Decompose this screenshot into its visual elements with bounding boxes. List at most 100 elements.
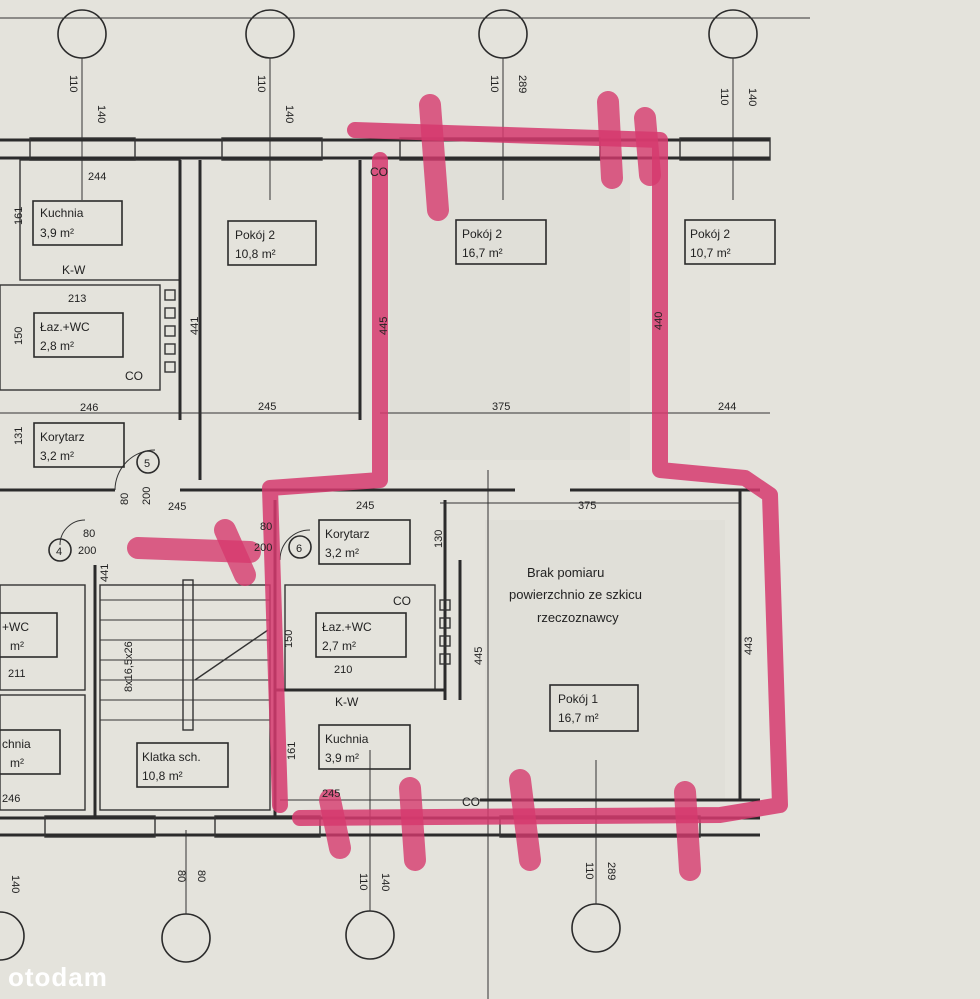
room-name: Łaz.+WC [40,320,90,334]
dimension-label: 131 [13,427,25,445]
note-line-1: Brak pomiaru [527,565,604,580]
room-name: chnia [2,737,31,751]
ventilation-ducts [164,289,451,665]
room-area: 2,7 m² [322,639,356,653]
room-name: Kuchnia [40,206,84,220]
axis-dim: 110 [488,75,500,93]
dimension-label: 246 [80,402,98,414]
dimension-label: 8x16,5x26 [123,641,135,692]
room-name: Łaz.+WC [322,620,372,634]
room-name: Klatka sch. [142,750,201,764]
bottom-axis-markers [0,470,621,999]
dimension-label: 200 [141,487,153,505]
dimension-label: 445 [473,647,485,665]
dimension-label: 244 [718,401,736,413]
note-line-3: rzeczoznawcy [537,610,619,625]
dimension-label: 441 [189,317,201,335]
top-axis-dimensions: 140 110 140 110 289 110 140 110 [67,75,758,123]
room-area: 10,8 m² [142,769,183,783]
room-number-marker [136,450,160,474]
kw-label: K-W [62,263,86,277]
bottom-axis-dimensions: 80 80 140 110 289 110 140 [9,862,617,893]
dimension-label: 130 [433,530,445,548]
axis-dim: 289 [605,862,617,880]
axis-dim: 110 [255,75,267,93]
room-name: Korytarz [325,527,370,541]
dimension-label: 210 [334,664,352,676]
room-name: Pokój 2 [690,227,730,241]
axis-dim: 289 [516,75,528,93]
dimension-label: 245 [168,501,186,513]
dimension-label: 245 [258,401,276,413]
dimension-label: 245 [356,500,374,512]
room-area: 3,9 m² [325,751,359,765]
room-area: m² [10,756,24,770]
dimension-label: 200 [78,545,96,557]
dimension-label: 150 [13,327,25,345]
dimension-label: 441 [99,564,111,582]
room-area: 10,7 m² [690,246,731,260]
horizontal-dimensions: 244 213 246 245 375 244 245 245 375 245 … [2,171,736,805]
svg-text:5: 5 [144,458,150,470]
axis-dim: 140 [283,105,295,123]
axis-dim: 80 [195,870,207,882]
axis-circle [0,911,25,961]
top-axis-markers [0,9,810,200]
room-number-marker [48,538,72,562]
dimension-label: 200 [254,542,272,554]
room-labels: Kuchnia 3,9 m² Pokój 2 10,8 m² Pokój 2 1… [0,200,776,788]
apartment-highlight [127,91,788,881]
room-number-marker [288,535,312,559]
axis-dim: 140 [95,105,107,123]
axis-dim: 110 [357,873,369,891]
room-name: Pokój 2 [235,228,275,242]
room-name: +WC [2,620,29,634]
dimension-label: 445 [378,317,390,335]
room-area: 10,8 m² [235,247,276,261]
axis-dim: 140 [379,873,391,891]
dimension-label: 161 [13,207,25,225]
dimension-label: 211 [8,668,26,680]
axis-dim: 110 [583,862,595,880]
room-area: 16,7 m² [558,711,599,725]
co-label: CO [462,795,480,809]
note-line-2: powierzchnio ze szkicu [509,587,642,602]
dimension-label: 443 [743,637,755,655]
markers: 5 4 6 CO CO CO CO K-W K-W [48,165,480,809]
dimension-label: 213 [68,293,86,305]
kw-label: K-W [335,695,359,709]
co-label: CO [393,594,411,608]
svg-text:6: 6 [296,543,302,555]
axis-dim: 110 [67,75,79,93]
vertical-dimensions: 161 150 131 441 445 440 445 443 150 161 … [13,207,755,760]
axis-dim: 110 [718,88,730,106]
dimension-label: 161 [286,742,298,760]
dimension-label: 245 [322,788,340,800]
dimension-label: 80 [83,528,95,540]
axis-dim: 80 [175,870,187,882]
dimension-label: 375 [492,401,510,413]
dimension-label: 440 [653,312,665,330]
room-name: Korytarz [40,430,85,444]
dimension-label: 246 [2,793,20,805]
axis-dim: 140 [9,875,21,893]
co-label: CO [125,369,143,383]
co-label: CO [370,165,388,179]
svg-text:4: 4 [56,546,62,558]
axis-dim: 140 [746,88,758,106]
room-area: 3,2 m² [325,546,359,560]
room-name: Pokój 2 [462,227,502,241]
room-area: m² [10,639,24,653]
room-area: 16,7 m² [462,246,503,260]
dimension-label: 244 [88,171,106,183]
otodom-watermark: otodam [8,962,108,992]
dimension-label: 80 [119,493,131,505]
dimension-label: 375 [578,500,596,512]
room-area: 3,2 m² [40,449,74,463]
room-area: 3,9 m² [40,226,74,240]
room-name: Kuchnia [325,732,369,746]
room-name: Pokój 1 [558,692,598,706]
surveyor-note: Brak pomiaru powierzchnio ze szkicu rzec… [509,565,642,625]
dimension-label: 80 [260,521,272,533]
